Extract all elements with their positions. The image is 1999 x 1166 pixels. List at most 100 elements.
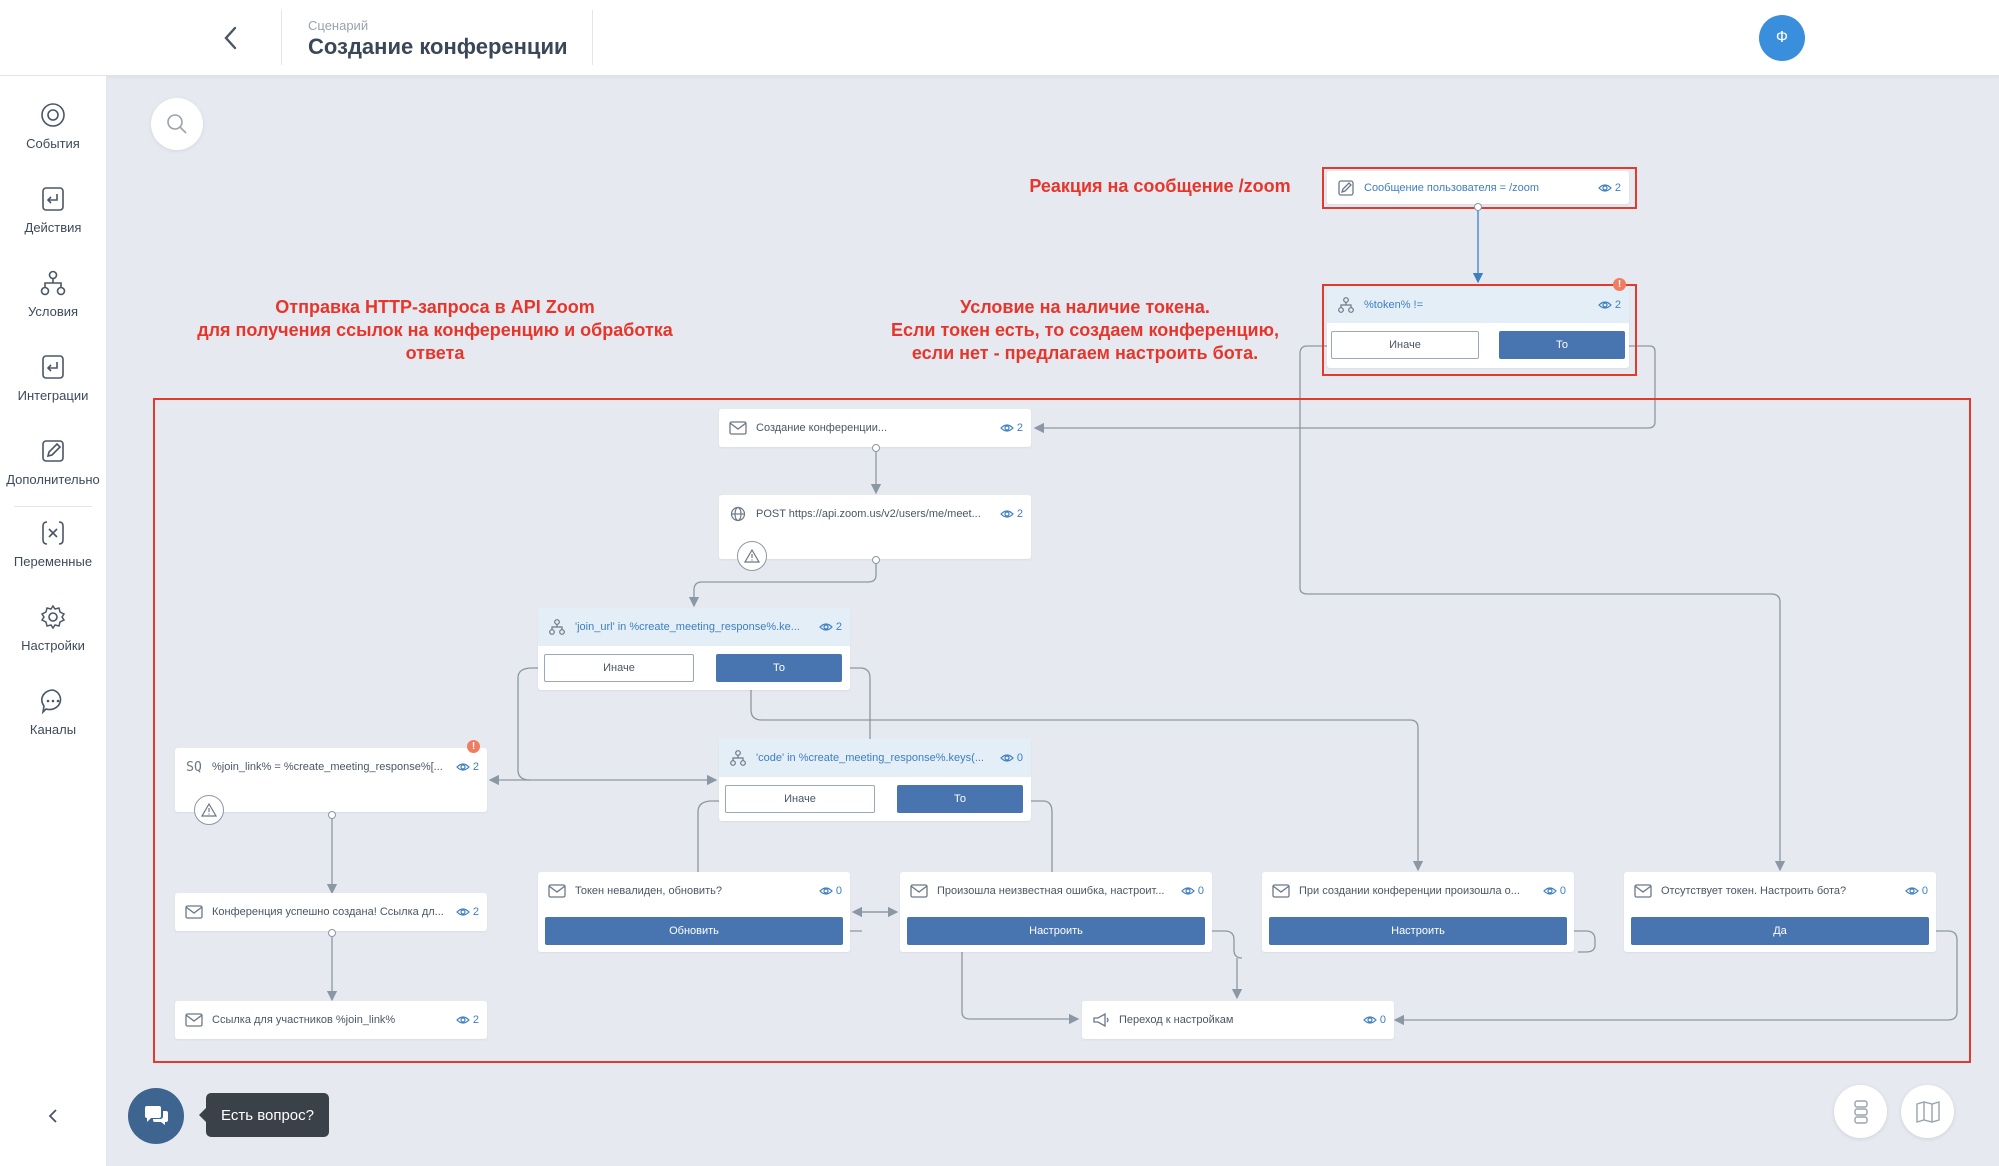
annotation-line: для получения ссылок на конференцию и об…	[197, 320, 673, 340]
page-title: Создание конференции	[308, 34, 568, 59]
node-header[interactable]: Переход к настройкам 0	[1082, 1001, 1394, 1039]
sql-icon: SQ	[186, 759, 202, 775]
node-header[interactable]: При создании конференции произошла о... …	[1262, 872, 1574, 910]
warning-triangle-icon[interactable]	[737, 541, 767, 571]
else-button[interactable]: Иначе	[725, 785, 875, 813]
node-create-conference[interactable]: Создание конференции... 2	[719, 409, 1031, 447]
then-button[interactable]: То	[716, 654, 842, 682]
configure-button[interactable]: Настроить	[1269, 917, 1567, 945]
node-port[interactable]	[872, 556, 880, 564]
gear-icon	[40, 604, 66, 630]
else-button[interactable]: Иначе	[544, 654, 694, 682]
canvas-search-button[interactable]	[151, 98, 203, 150]
eye-icon	[1363, 1016, 1377, 1024]
then-button[interactable]: То	[897, 785, 1023, 813]
view-count: 0	[1181, 885, 1204, 897]
node-header[interactable]: Ссылка для участников %join_link% 2	[175, 1001, 487, 1039]
edit-icon	[42, 440, 64, 462]
node-header[interactable]: Сообщение пользователя = /zoom 2	[1327, 171, 1629, 204]
sidebar-item-actions[interactable]: Действия	[0, 184, 106, 264]
node-header[interactable]: Создание конференции... 2	[719, 409, 1031, 447]
node-conference-error[interactable]: При создании конференции произошла о... …	[1262, 872, 1574, 952]
sidebar-item-label: Каналы	[29, 722, 77, 737]
layout-toggle-button[interactable]	[1834, 1085, 1887, 1138]
view-count-value: 0	[1559, 885, 1566, 897]
sidebar-item-integrations[interactable]: Интеграции	[0, 352, 106, 432]
edge-joincheck-warn	[750, 690, 1424, 872]
then-button[interactable]: То	[1499, 331, 1625, 359]
target-icon	[41, 103, 65, 127]
annotation-line: Если токен есть, то создаем конференцию,	[890, 320, 1279, 340]
edge-code-else-to-invalid	[697, 800, 726, 872]
node-header[interactable]: Отсутствует токен. Настроить бота? 0	[1624, 872, 1936, 910]
node-header[interactable]: SQ %join_link% = %create_meeting_respons…	[175, 748, 487, 786]
node-post-request[interactable]: POST https://api.zoom.us/v2/users/me/mee…	[719, 495, 1031, 559]
chat-bubbles-icon	[145, 1106, 168, 1125]
sidebar-divider	[14, 506, 92, 507]
node-user-message[interactable]: Сообщение пользователя = /zoom 2	[1327, 171, 1629, 204]
node-header[interactable]: 'code' in %create_meeting_response%.keys…	[719, 739, 1031, 777]
configure-button[interactable]: Настроить	[907, 917, 1205, 945]
node-port[interactable]	[328, 811, 336, 819]
refresh-button[interactable]: Обновить	[545, 917, 843, 945]
minimap-button[interactable]	[1901, 1085, 1954, 1138]
warning-triangle-icon[interactable]	[194, 795, 224, 825]
node-no-token[interactable]: Отсутствует токен. Настроить бота? 0 Да	[1624, 872, 1936, 952]
node-join-link-set[interactable]: SQ %join_link% = %create_meeting_respons…	[175, 748, 487, 812]
sidebar-collapse-button[interactable]	[38, 1101, 68, 1131]
node-header[interactable]: Произошла неизвестная ошибка, настроит..…	[900, 872, 1212, 910]
help-chat-button[interactable]	[128, 1088, 184, 1144]
view-count-value: 2	[835, 621, 842, 633]
node-conference-success[interactable]: Конференция успешно создана! Ссылка дл..…	[175, 893, 487, 931]
return-arrow-icon	[42, 187, 64, 211]
alert-icon: !	[467, 740, 480, 753]
node-join-url-check[interactable]: 'join_url' in %create_meeting_response%.…	[538, 608, 850, 690]
search-icon	[167, 114, 187, 134]
back-button[interactable]	[212, 18, 248, 58]
node-participants-link[interactable]: Ссылка для участников %join_link% 2	[175, 1001, 487, 1039]
sidebar-item-additional[interactable]: Дополнительно	[0, 436, 106, 516]
edge-conferror-btn-right	[1570, 930, 1596, 953]
highlight-box-token	[1322, 284, 1637, 376]
annotation-line: ответа	[405, 343, 465, 363]
node-goto-settings[interactable]: Переход к настройкам 0	[1082, 1001, 1394, 1039]
sidebar-item-variables[interactable]: Переменные	[0, 518, 106, 598]
eye-icon	[1905, 887, 1919, 895]
node-header[interactable]: Конференция успешно создана! Ссылка дл..…	[175, 893, 487, 931]
envelope-icon	[1271, 881, 1291, 901]
yes-button[interactable]: Да	[1631, 917, 1929, 945]
node-header[interactable]: POST https://api.zoom.us/v2/users/me/mee…	[719, 495, 1031, 533]
sidebar-item-events[interactable]: События	[0, 100, 106, 180]
branch-icon	[40, 270, 66, 296]
user-avatar[interactable]: Ф	[1759, 15, 1805, 61]
node-title: Произошла неизвестная ошибка, настроит..…	[937, 885, 1165, 897]
node-token-invalid[interactable]: Токен невалиден, обновить? 0 Обновить	[538, 872, 850, 952]
node-header[interactable]: %token% != 2	[1327, 287, 1629, 323]
map-icon	[1915, 1100, 1940, 1123]
node-port[interactable]	[1474, 203, 1482, 211]
eye-icon	[1000, 754, 1014, 762]
node-header[interactable]: 'join_url' in %create_meeting_response%.…	[538, 608, 850, 646]
node-port[interactable]	[328, 929, 336, 937]
node-header[interactable]: Токен невалиден, обновить? 0	[538, 872, 850, 910]
view-count: 2	[1000, 508, 1023, 520]
else-button[interactable]: Иначе	[1331, 331, 1479, 359]
edge-post-to-joincheck	[688, 560, 877, 608]
sidebar-item-channels[interactable]: Каналы	[0, 686, 106, 766]
node-port[interactable]	[872, 444, 880, 452]
node-unknown-error[interactable]: Произошла неизвестная ошибка, настроит..…	[900, 872, 1212, 952]
node-token-check[interactable]: %token% != 2 Иначе То	[1327, 287, 1629, 368]
eye-icon	[1598, 301, 1612, 309]
view-count: 0	[1363, 1014, 1386, 1026]
view-count-value: 2	[1614, 181, 1621, 194]
annotation-http-request: Отправка HTTP-запроса в API Zoom для пол…	[170, 296, 700, 365]
node-code-check[interactable]: 'code' in %create_meeting_response%.keys…	[719, 739, 1031, 821]
sidebar-item-settings[interactable]: Настройки	[0, 602, 106, 682]
view-count-value: 0	[1197, 885, 1204, 897]
eye-icon	[456, 763, 470, 771]
eye-icon	[819, 887, 833, 895]
sidebar-item-conditions[interactable]: Условия	[0, 268, 106, 348]
view-count-value: 2	[472, 1014, 479, 1026]
breadcrumb-label: Сценарий	[308, 18, 369, 33]
edge-joincheck-then-to-code	[844, 667, 871, 740]
